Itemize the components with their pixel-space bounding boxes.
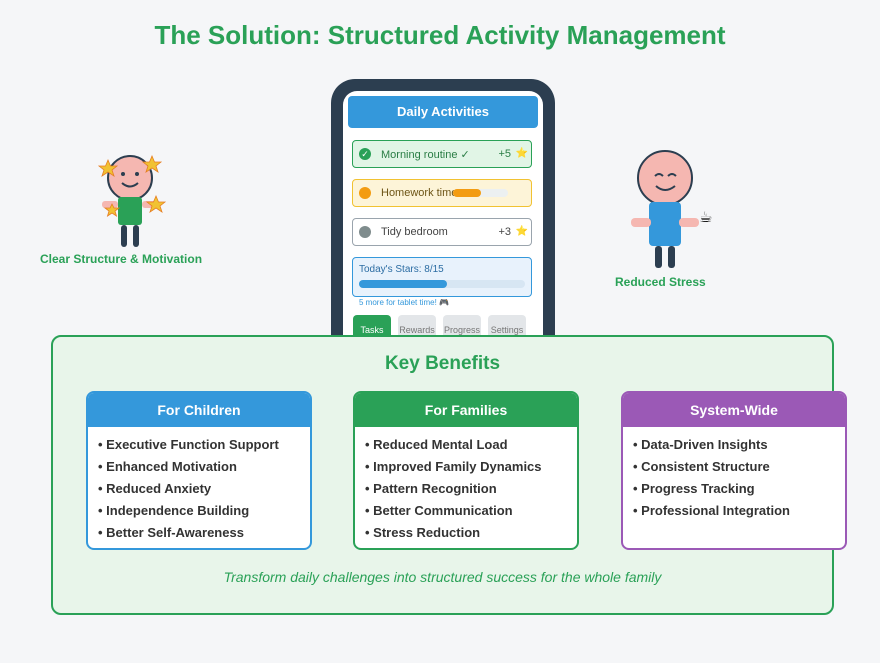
coffee-mug-icon: ☕: [699, 209, 713, 226]
card-for-families: For Families Reduced Mental Load Improve…: [353, 391, 579, 550]
list-item: Pattern Recognition: [365, 481, 577, 503]
star-icon: ⭐: [515, 148, 528, 159]
list-item: Better Communication: [365, 503, 577, 525]
task-label: Tidy bedroom: [381, 226, 448, 238]
task-homework[interactable]: Homework time: [352, 179, 532, 207]
list-item: Improved Family Dynamics: [365, 459, 577, 481]
card-title: For Families: [355, 393, 577, 427]
task-points: +5: [498, 148, 511, 160]
in-progress-dot-icon: [359, 187, 371, 199]
task-label: Homework time: [381, 187, 458, 199]
card-title: For Children: [88, 393, 310, 427]
check-icon: ✓: [359, 148, 371, 160]
card-system-wide: System-Wide Data-Driven Insights Consist…: [621, 391, 847, 550]
benefits-tagline: Transform daily challenges into structur…: [223, 569, 662, 585]
relaxed-parent-figure: ☕: [625, 150, 725, 270]
list-item: Reduced Anxiety: [98, 481, 310, 503]
list-item: Consistent Structure: [633, 459, 845, 481]
star-icon: ⭐: [515, 226, 528, 237]
list-item: Data-Driven Insights: [633, 437, 845, 459]
phone-mockup: Daily Activities ✓ Morning routine ✓ +5 …: [331, 79, 555, 369]
task-progress-fill: [453, 189, 481, 197]
benefit-list: Executive Function Support Enhanced Moti…: [88, 427, 310, 547]
reward-hint: 5 more for tablet time! 🎮: [359, 298, 449, 307]
task-tidy-bedroom[interactable]: Tidy bedroom +3 ⭐: [352, 218, 532, 246]
daily-activities-header: Daily Activities: [348, 96, 538, 128]
benefit-list: Data-Driven Insights Consistent Structur…: [623, 427, 845, 525]
right-figure-caption: Reduced Stress: [615, 275, 706, 289]
bottom-tab-bar: Tasks Rewards Progress Settings: [353, 315, 543, 345]
phone-screen: Daily Activities ✓ Morning routine ✓ +5 …: [343, 91, 543, 353]
card-for-children: For Children Executive Function Support …: [86, 391, 312, 550]
child-illustration: [97, 154, 167, 247]
list-item: Independence Building: [98, 503, 310, 525]
stars-progress-panel: Today's Stars: 8/15: [352, 257, 532, 297]
key-benefits-panel: Key Benefits For Children Executive Func…: [51, 335, 847, 615]
list-item: Stress Reduction: [365, 525, 577, 547]
motivated-child-figure: [90, 150, 170, 250]
benefits-title: Key Benefits: [384, 353, 501, 374]
left-figure-caption: Clear Structure & Motivation: [40, 252, 203, 266]
benefit-list: Reduced Mental Load Improved Family Dyna…: [355, 427, 577, 547]
list-item: Executive Function Support: [98, 437, 310, 459]
task-label: Morning routine ✓: [381, 149, 470, 161]
list-item: Better Self-Awareness: [98, 525, 310, 547]
list-item: Reduced Mental Load: [365, 437, 577, 459]
card-title: System-Wide: [623, 393, 845, 427]
task-points: +3: [498, 226, 511, 238]
list-item: Enhanced Motivation: [98, 459, 310, 481]
stars-label: Today's Stars: 8/15: [359, 264, 444, 275]
stars-progress-fill: [359, 280, 447, 288]
parent-illustration: [631, 150, 699, 268]
page-title: The Solution: Structured Activity Manage…: [154, 20, 726, 50]
list-item: Professional Integration: [633, 503, 845, 525]
list-item: Progress Tracking: [633, 481, 845, 503]
task-morning-routine[interactable]: ✓ Morning routine ✓ +5 ⭐: [352, 140, 532, 168]
pending-dot-icon: [359, 226, 371, 238]
